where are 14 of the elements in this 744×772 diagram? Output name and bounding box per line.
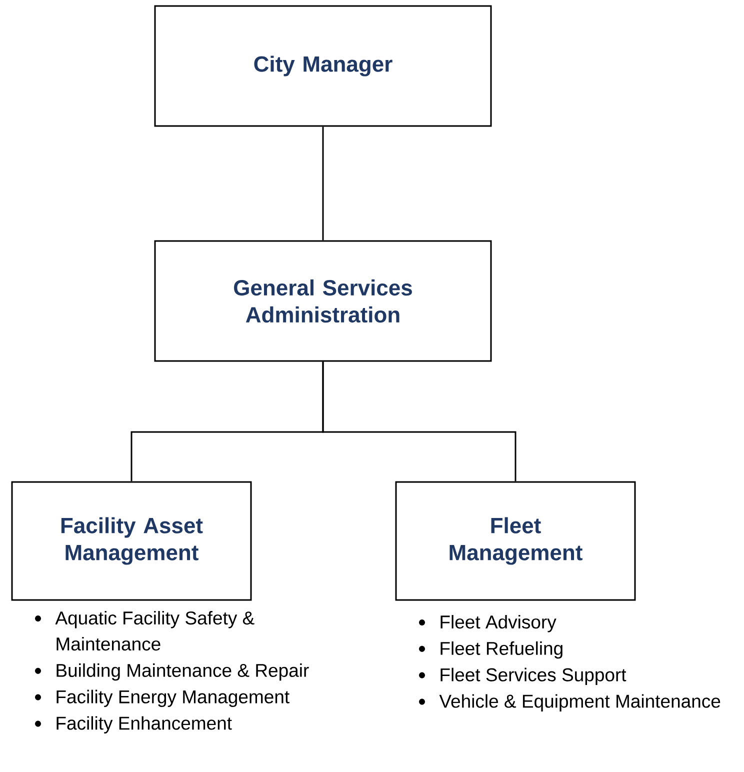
bullet-item: Fleet Services Support — [419, 668, 626, 686]
org-box: Facility Asset Management — [11, 481, 252, 601]
org-box: City Manager — [154, 5, 492, 127]
bullet-item: Facility Enhancement — [35, 716, 232, 734]
org-box: General Services Administration — [154, 240, 492, 362]
org-box: Fleet Management — [395, 481, 636, 601]
bullet-item: Building Maintenance & Repair — [35, 663, 309, 681]
connector-line — [322, 362, 516, 482]
bullet-item: Facility Energy Management — [35, 690, 290, 708]
bullet-item: Fleet Refueling — [419, 641, 562, 659]
connector-line — [322, 126, 324, 240]
bullet-item: Aquatic Facility Safety & Maintenance — [35, 611, 254, 651]
bullet-item: Fleet Advisory — [419, 615, 556, 632]
bullet-item: Vehicle & Equipment Maintenance — [419, 694, 720, 712]
